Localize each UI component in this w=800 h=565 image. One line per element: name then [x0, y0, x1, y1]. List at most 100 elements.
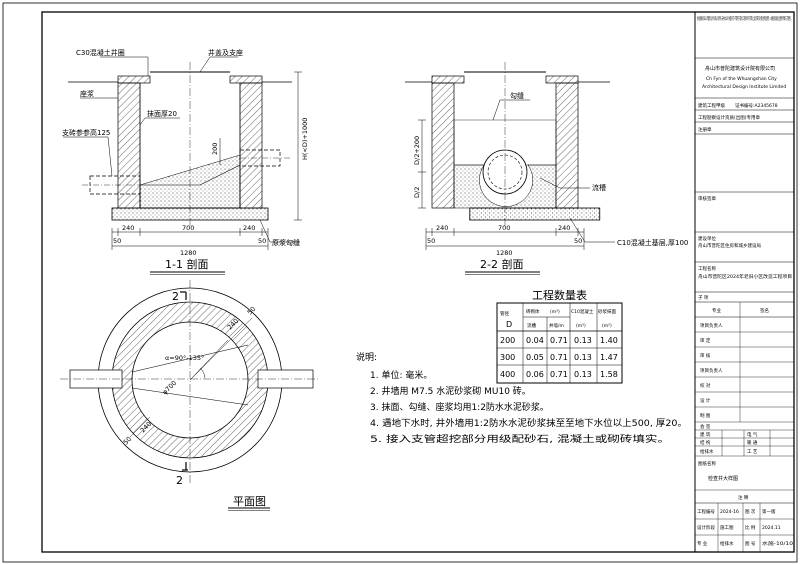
inner-frame [41, 11, 795, 553]
tb-approval: 审核签章 [698, 195, 716, 202]
label-bottom: 原浆勾缝 [272, 238, 300, 247]
table-cell: 0.06 [526, 370, 544, 379]
dim-1280: 1280 [180, 249, 197, 257]
tb-role: 设 计 [700, 397, 711, 404]
label-bench-height: 200 [211, 143, 219, 155]
plan-section-marker-bottom: 2 [176, 474, 183, 487]
tb-meta: 施工图 [720, 524, 734, 531]
tb-cosign-cell: 给排水 [700, 448, 714, 455]
plan-title: 平面图 [233, 495, 266, 508]
tb-pro-header: 专业 [712, 307, 721, 314]
tb-cert-number: 证书编号:A2345678 [735, 102, 778, 109]
table-subheader-0: D [506, 320, 512, 329]
tb-company-en-1: Ch Fyn of the Whuangshan City [706, 76, 777, 82]
note-item: 2. 井墙用 M7.5 水泥砂浆砌 MU10 砖。 [370, 385, 531, 397]
table-cell: 0.13 [574, 336, 592, 345]
table-cell: 1.47 [600, 353, 618, 362]
table-cell: 0.71 [550, 370, 568, 379]
tb-cosign-cell: 结 构 [700, 439, 711, 446]
title-block [694, 11, 795, 553]
section-1-1 [63, 56, 302, 250]
table-subheader-4: (m²) [602, 323, 612, 329]
tb-client-label: 建设单位 [698, 235, 716, 242]
tb-meta: 第一版 [762, 508, 776, 515]
tb-project-label: 工程名称 [698, 265, 716, 272]
section-2-2 [405, 62, 615, 250]
tb-cosign-cell: 电 气 [747, 431, 758, 438]
tb-role: 审 核 [700, 352, 711, 359]
label-pipe-inlet: 支砖参参高125 [62, 128, 110, 137]
table-cell: 0.71 [550, 336, 568, 345]
dim-700: 700 [182, 224, 194, 232]
table-cell: 200 [500, 336, 515, 345]
tb-drawing-name-label: 图纸名称 [698, 460, 716, 467]
table-subheader-2: 井墙/m [549, 322, 564, 329]
table-cell: 0.05 [526, 353, 544, 362]
tb-company-en-2: Architectural Design Institute Limited [702, 84, 786, 90]
notes-heading: 说明: [356, 351, 377, 363]
tb-cosign-cell: 暖 通 [747, 439, 758, 446]
tb-cosign-cell: 建 筑 [700, 431, 711, 438]
tb-client-value: 舟山市普陀区住房和城乡建设局 [698, 242, 761, 249]
table-cell: 0.71 [550, 353, 568, 362]
table-header-4: 砂浆抹面 [598, 308, 616, 315]
table-cell: 1.40 [600, 336, 618, 345]
dim2-50-left: 50 [427, 237, 435, 245]
tb-role: 项目负责人 [700, 322, 723, 329]
table-cell: 400 [500, 370, 515, 379]
tb-stamp: 工程勘察设计资质(出图)专用章 [698, 114, 761, 121]
table-title: 工程数量表 [532, 288, 587, 302]
tb-company-cn: 舟山市普陀建筑设计院有限公司 [705, 65, 775, 72]
plan-view [60, 280, 320, 485]
tb-meta: 设计阶段 [697, 524, 715, 531]
label-base-cushion: 座浆 [80, 89, 94, 98]
note-item: 5. 接入支管超挖部分用级配砂石, 混凝土或砌砖填实。 [370, 433, 670, 445]
tb-project-value: 舟山市普陀区2024年老旧小区改造工程项目 [698, 273, 792, 280]
table-header-3: C10混凝土 [571, 308, 594, 315]
table-header-2: (m³) [550, 309, 560, 315]
tb-meta: 图 号 [745, 541, 756, 547]
label-height: H(<D)+1000 [301, 118, 309, 160]
tb-subitem: 子 项 [698, 294, 709, 301]
tb-meta: 2024-16 [720, 509, 739, 515]
dim2-50-right: 50 [574, 237, 582, 245]
label-frame: 井盖及支座 [208, 48, 243, 57]
tb-drawing-name: 检查井大样图 [708, 475, 738, 482]
tb-notice-1: 本图纸版权归山市建筑设计有限公司所有,未经本公司书面许可,不得用于其他工程项目,… [697, 15, 792, 22]
dim-50-left: 50 [113, 237, 121, 245]
table-cell: 0.13 [574, 353, 592, 362]
tb-meta: 比 例 [745, 524, 756, 531]
table-header-0: 管径 [500, 310, 509, 317]
dim-50-right: 50 [258, 237, 266, 245]
tb-role: 制 图 [700, 412, 711, 419]
tb-meta: 图 次 [745, 508, 756, 515]
tb-registration: 注册章 [698, 126, 712, 133]
table-subheader-3: (m³) [576, 323, 586, 329]
dim2-240-right: 240 [558, 224, 570, 232]
tb-meta: 2024.11 [762, 525, 781, 531]
table-cell: 0.04 [526, 336, 544, 345]
tb-meta: 专 业 [697, 540, 708, 547]
dim-240-right: 240 [243, 224, 255, 232]
note-item: 1. 单位: 毫米。 [370, 369, 432, 381]
tb-meta: 水施-10/10 [762, 540, 793, 547]
section-1-title: 1-1 剖面 [165, 257, 208, 271]
label-half-height: D/2+200 [413, 136, 421, 165]
tb-role: 审 定 [700, 337, 711, 344]
label-channel: 流槽 [592, 183, 606, 192]
plan-angle: α=90°-135° [165, 354, 204, 362]
tb-role: 校 对 [700, 382, 711, 389]
quantity-table [496, 302, 623, 384]
tb-role: 项目负责人 [700, 367, 723, 374]
note-item: 4. 遇地下水时, 井外墙用1:2防水水泥砂浆抹至至地下水位以上500, 厚20… [370, 417, 687, 429]
section-2-title: 2-2 剖面 [480, 257, 523, 271]
dim2-240-left: 240 [436, 224, 448, 232]
table-subheader-1: 流槽 [527, 322, 536, 329]
tb-cosign-cell: 工 艺 [747, 449, 758, 455]
note-item: 3. 抹面、勾缝、座浆均用1:2防水水泥砂浆。 [370, 401, 549, 413]
tb-note-label: 注 释 [738, 494, 749, 501]
table-cell: 0.13 [574, 370, 592, 379]
label-ladder: 勾缝 [510, 91, 524, 100]
table-header-1: 砖砌体 [526, 308, 540, 315]
